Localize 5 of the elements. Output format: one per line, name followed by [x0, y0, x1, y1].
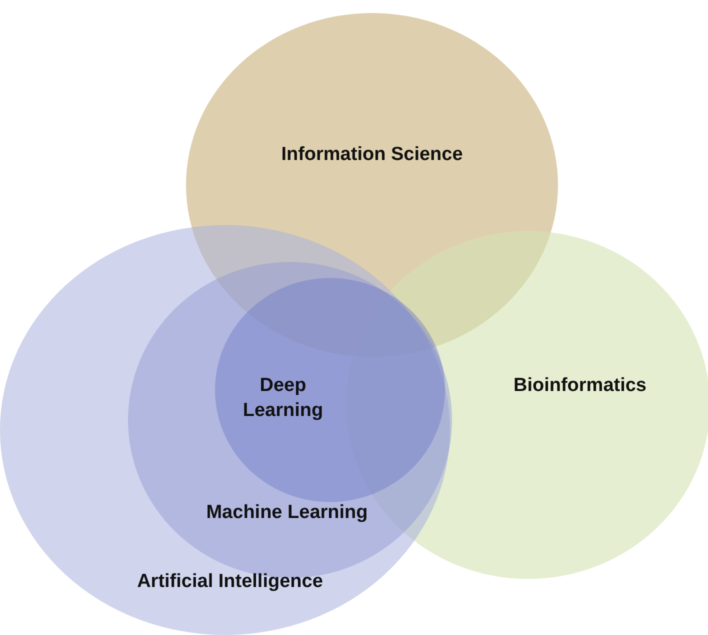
circle-label: Bioinformatics [513, 375, 647, 396]
circle-label: Artificial Intelligence [137, 571, 323, 592]
circle-label: Machine Learning [206, 502, 368, 523]
circle-label: Deep Learning [242, 375, 324, 421]
circle-label: Information Science [281, 144, 463, 165]
